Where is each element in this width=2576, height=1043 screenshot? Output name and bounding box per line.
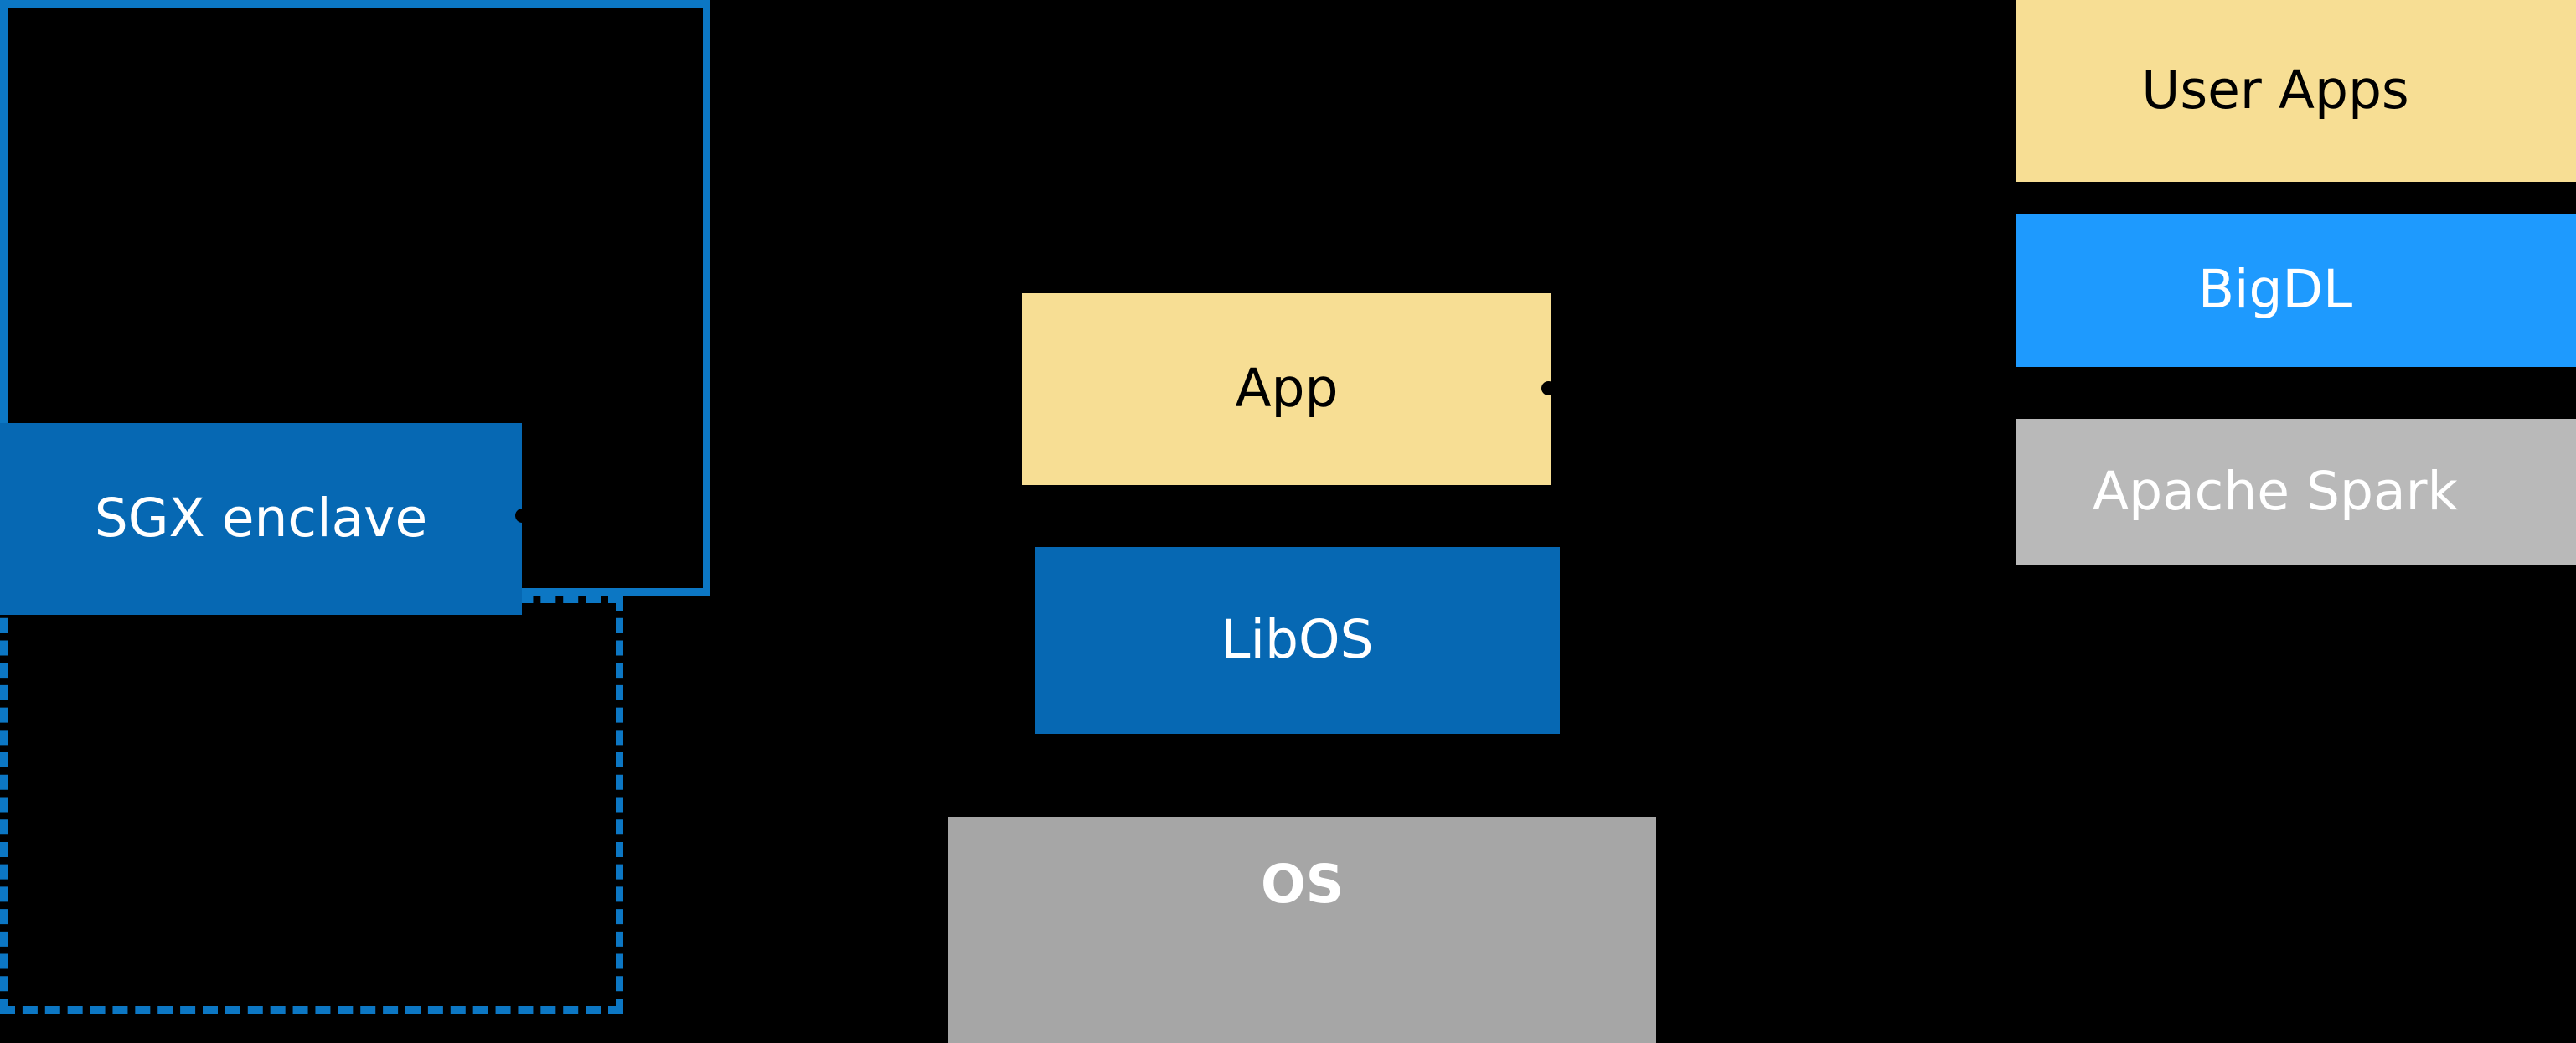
user-apps-box: User Apps — [2016, 0, 2576, 182]
libos-label: LibOS — [1221, 609, 1374, 671]
user-apps-label: User Apps — [2141, 59, 2409, 121]
arrow-to-sgx-enclave-head — [515, 509, 529, 523]
app-box: App — [1022, 293, 1551, 485]
os-box: OS — [948, 817, 1656, 1043]
line-break-notch-top-icon — [1640, 289, 1669, 329]
enclave-inner-dashed-boundary — [0, 596, 623, 1014]
apache-spark-label: Apache Spark — [2092, 461, 2459, 523]
os-label: OS — [1261, 854, 1344, 915]
apache-spark-box: Apache Spark — [2016, 419, 2576, 565]
app-label: App — [1235, 358, 1339, 420]
arrow-to-app-head — [1541, 381, 1556, 395]
bigdl-label: BigDL — [2197, 259, 2353, 321]
bigdl-box: BigDL — [2016, 214, 2576, 367]
sgx-enclave-box: SGX enclave — [0, 423, 522, 615]
sgx-enclave-label: SGX enclave — [94, 488, 428, 550]
line-break-notch-bottom-icon — [1640, 416, 1669, 457]
libos-box: LibOS — [1035, 547, 1560, 734]
